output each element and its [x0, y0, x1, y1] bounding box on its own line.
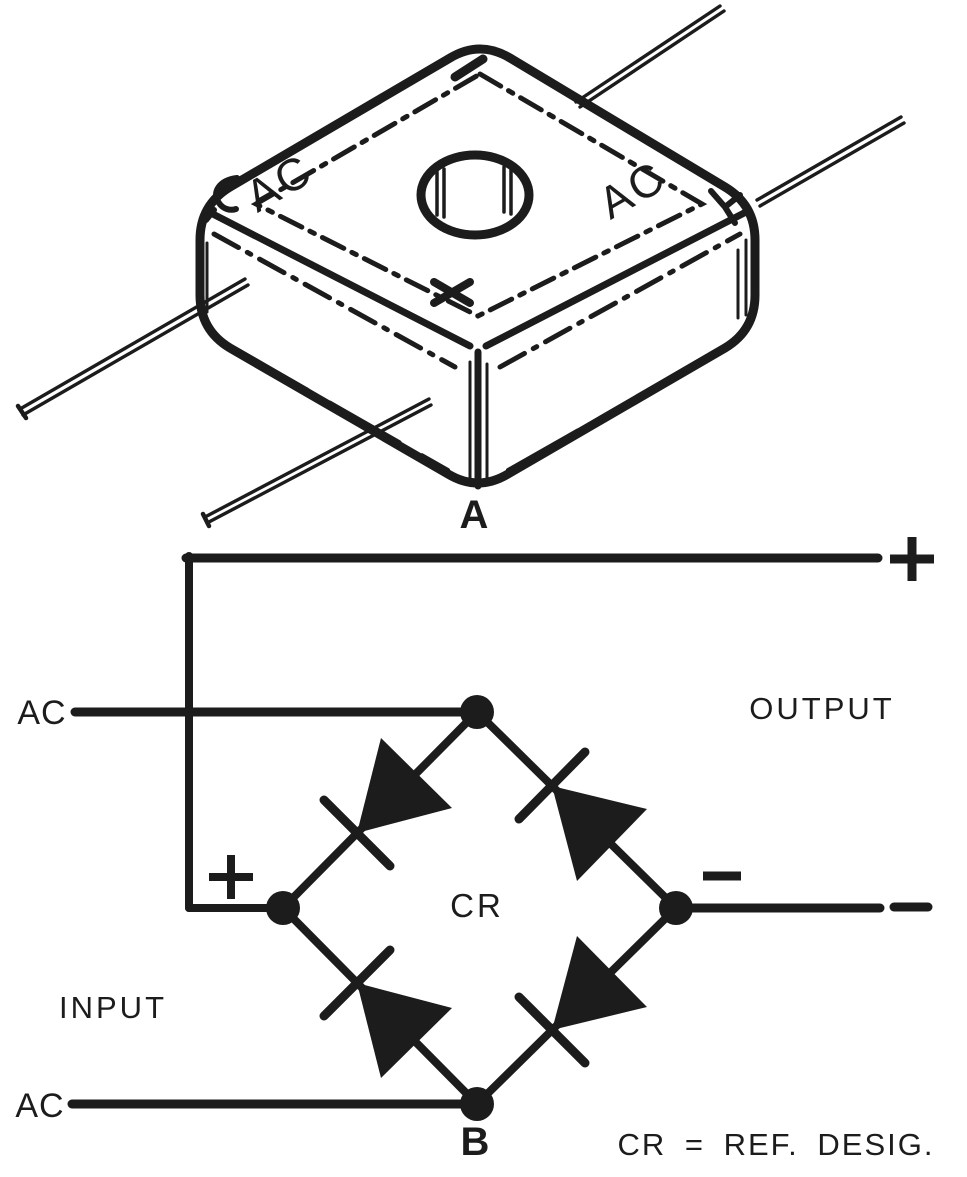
diode-lower-left — [319, 945, 452, 1078]
package-plus-mark — [430, 278, 474, 307]
diode-triangle — [552, 936, 647, 1030]
package-interior-edges — [203, 207, 752, 490]
lead-top-right — [574, 4, 726, 109]
diode-cathode-bar — [319, 795, 395, 871]
package-wall-phantom-lines — [211, 231, 743, 370]
mounting-hole — [416, 150, 534, 240]
diode-triangle — [357, 738, 452, 833]
bridge-nodes — [266, 695, 693, 1121]
part-b-label: B — [461, 1120, 490, 1164]
negative-output-line — [671, 902, 933, 913]
diode-lower-right — [514, 936, 647, 1068]
node-left — [266, 891, 300, 925]
node-right — [659, 891, 693, 925]
package-minus-mark — [450, 54, 488, 82]
lead-attach-mark-right — [708, 188, 743, 226]
reference-designator-footnote: CR = REF. DESIG. — [618, 1127, 935, 1162]
diode-cathode-bar — [514, 992, 590, 1068]
plus-output-mark — [209, 855, 253, 899]
diode-upper-right — [514, 747, 647, 881]
lead-attach-mark-left — [203, 175, 240, 223]
part-a-label: A — [460, 493, 489, 537]
ac-label-top: AC — [17, 694, 66, 732]
package-top-face-phantom-lines — [250, 71, 708, 319]
diode-triangle — [552, 786, 647, 881]
positive-rail — [181, 552, 883, 912]
lead-left — [15, 277, 250, 421]
lead-right — [755, 115, 906, 208]
schematic-drawing: AC AC OUTPUT INPUT CR B CR = REF. DESIG. — [15, 537, 934, 1164]
bridge-designator-label: CR — [450, 887, 504, 924]
package-wall-highlights — [236, 348, 718, 472]
plus-terminal-mark — [890, 537, 934, 581]
package-drawing: AC AC A — [15, 4, 906, 537]
input-label: INPUT — [59, 990, 167, 1025]
diode-cathode-bar — [319, 945, 395, 1021]
diode-cathode-bar — [514, 747, 590, 824]
lead-bottom — [200, 397, 433, 529]
diode-triangle — [357, 983, 452, 1078]
node-top — [460, 695, 494, 729]
output-label: OUTPUT — [749, 691, 894, 726]
diode-upper-left — [319, 738, 452, 871]
node-bottom — [460, 1087, 494, 1121]
ac-label-bottom: AC — [15, 1087, 64, 1125]
